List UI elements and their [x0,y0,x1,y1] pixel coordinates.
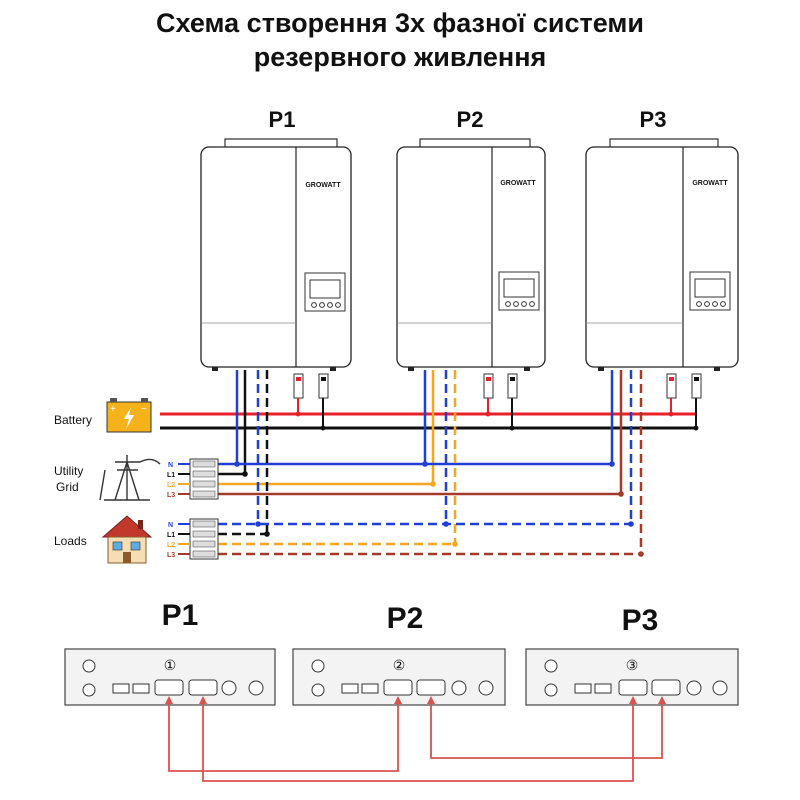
power-pole-icon [99,455,161,501]
battery-icon: + − [106,398,152,433]
utility-grid-label-line2: Grid [56,480,79,494]
battery-label: Battery [54,413,92,427]
load-wire-label-l1: L1 [167,532,175,539]
svg-text:+: + [110,404,116,415]
inverter-label-p1: P1 [269,107,296,132]
comm-cable-arrows [165,696,666,704]
utility-grid-label-line1: Utility [54,464,83,478]
load-wire-label-l2: L2 [167,542,175,549]
grid-wire-label-l1: L1 [167,472,175,479]
grid-terminal-block: N L1 L2 L3 [167,458,219,500]
comm-panel-number-p2: ② [393,658,406,674]
load-wire-label-n: N [168,522,173,529]
brand-logo-p3: GROWATT [692,180,728,187]
load-junctions [255,521,644,557]
comm-panel-p2: P2 ② [292,602,506,706]
title-line-1: Схема створення 3х фазної системи [156,8,644,38]
svg-text:−: − [141,404,147,415]
diagram-title: Схема створення 3х фазної системи резерв… [0,6,800,74]
inverter-label-p3: P3 [640,107,667,132]
comm-panel-p3: P3 ③ [525,604,739,706]
comm-panel-number-p3: ③ [626,658,639,674]
loads-label: Loads [54,534,87,548]
house-icon [101,515,153,564]
inverter-p1: P1 GROWATT [200,107,352,399]
load-terminal-block: N L1 L2 L3 [167,518,219,560]
comm-panel-number-p1: ① [164,658,177,674]
inverter-p2: P2 GROWATT [396,107,546,399]
inverter-p3: P3 GROWATT [585,107,739,399]
comm-panel-p1: P1 ① [64,599,276,706]
grid-wire-label-l3: L3 [167,492,175,499]
brand-logo-p2: GROWATT [500,180,536,187]
grid-wire-label-l2: L2 [167,482,175,489]
load-wire-label-l3: L3 [167,552,175,559]
comm-panel-label-p1: P1 [162,599,199,632]
grid-wire-label-n: N [168,462,173,469]
grid-wiring [218,370,624,497]
inverter-label-p2: P2 [457,107,484,132]
comm-cables [168,700,663,782]
load-wiring [218,370,643,556]
brand-logo-p1: GROWATT [305,182,341,189]
comm-panel-label-p2: P2 [387,602,424,635]
comm-panel-label-p3: P3 [622,604,659,637]
title-line-2: резервного живлення [253,42,547,72]
battery-bus [160,398,699,431]
